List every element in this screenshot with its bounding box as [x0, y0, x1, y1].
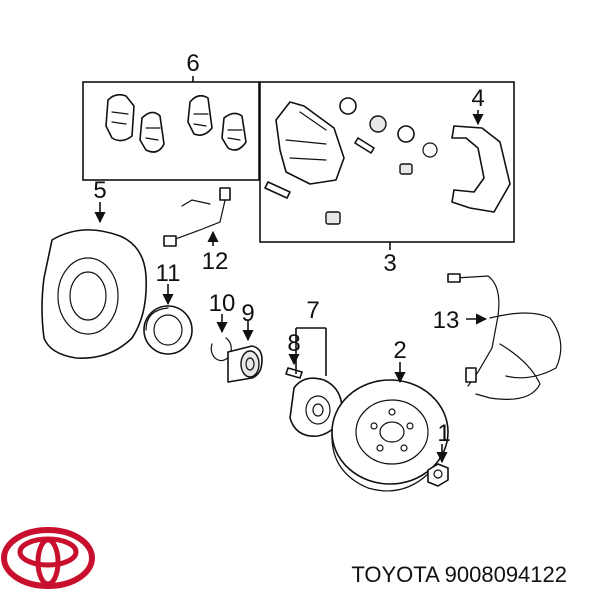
callout-13: 13 [433, 307, 460, 334]
callout-3: 3 [383, 250, 396, 277]
brake-caliper [264, 97, 438, 225]
callout-11: 11 [156, 260, 181, 287]
callout-12: 12 [202, 248, 229, 275]
toyota-logo-icon [1, 527, 95, 589]
wheel-hub [289, 377, 343, 437]
lug-nut [427, 463, 449, 487]
callout-8: 8 [287, 330, 300, 357]
leader-7 [295, 327, 327, 376]
callout-6: 6 [186, 50, 199, 77]
callout-5: 5 [93, 177, 106, 204]
brake-disc [331, 379, 449, 492]
caliper-assembly-box [259, 81, 515, 243]
part-number-label: TOYOTA 9008094122 [351, 562, 567, 587]
callout-7: 7 [306, 297, 319, 324]
callout-9: 9 [241, 300, 254, 327]
abs-sensor-cable [447, 273, 562, 400]
callout-2: 2 [393, 337, 406, 364]
callout-4: 4 [471, 85, 484, 112]
callout-10: 10 [209, 290, 236, 317]
hub-bearing-unit [227, 345, 263, 383]
brake-pad-kit-box [82, 81, 260, 181]
brake-pads [105, 93, 247, 153]
wheel-bearing [143, 305, 193, 355]
caliper-bracket [451, 125, 511, 213]
brake-hose [163, 187, 231, 247]
snap-ring [210, 337, 232, 362]
callout-1: 1 [437, 420, 450, 447]
dust-shield [41, 229, 148, 359]
hub-bolt [285, 367, 303, 379]
